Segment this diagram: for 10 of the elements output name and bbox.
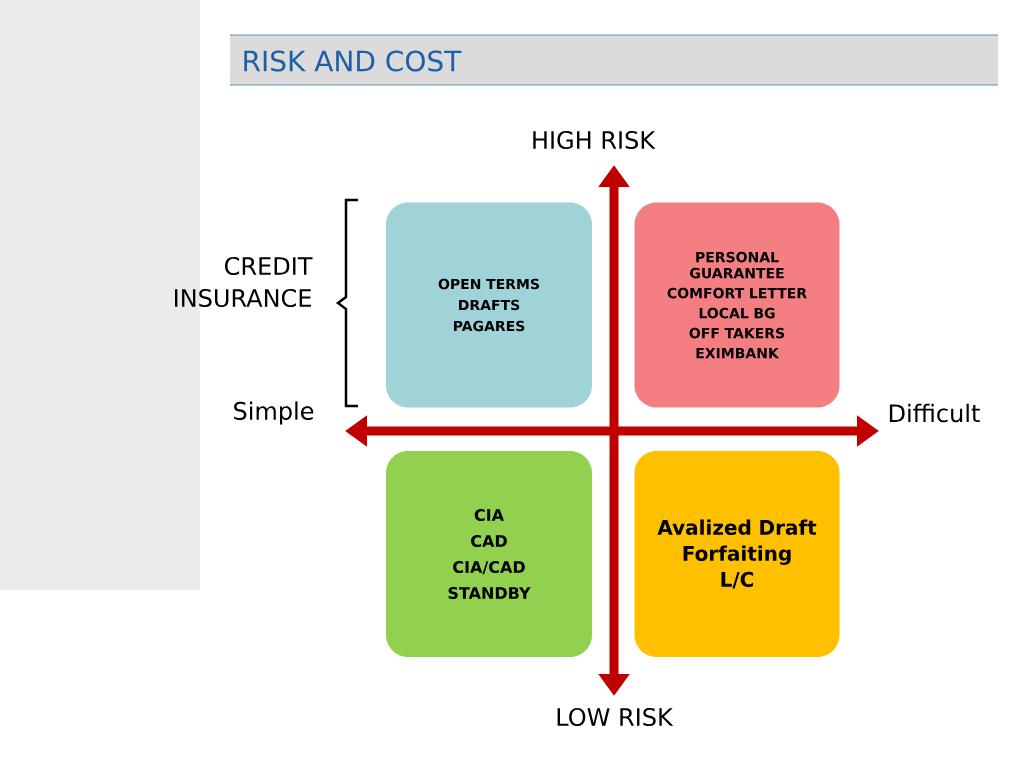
axis-label: Simple: [234, 401, 314, 425]
quadrant-box: Avalized Draft Forfaiting L/C: [634, 451, 840, 657]
axis-label: Difficult: [889, 403, 980, 423]
bracket-label: CREDIT INSURANCE: [175, 256, 313, 308]
quadrant-box: OPEN TERMS DRAFTS PAGARES: [386, 202, 592, 408]
quadrant-box: CIA CAD CIA/CAD STANDBY: [386, 451, 592, 657]
title-bar: RISK AND COST: [229, 34, 999, 86]
quadrant-box: PERSONAL GUARANTEE COMFORT LETTER LOCAL BG OFF TAKERS EXIMBANK: [634, 202, 840, 408]
axis-label: HIGH RISK: [533, 130, 656, 150]
axis-label: LOW RISK: [557, 707, 674, 727]
